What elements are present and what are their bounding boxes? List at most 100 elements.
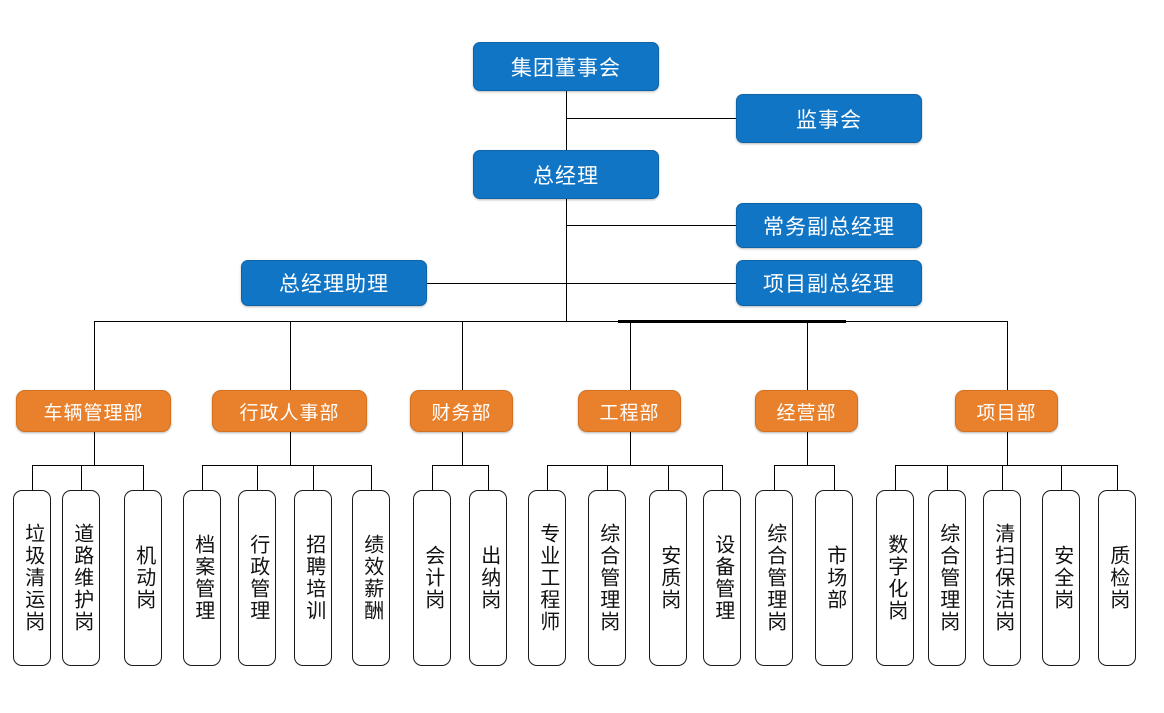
position-node--1[interactable]: 出纳岗 (469, 490, 507, 666)
position-node--3[interactable]: 绩效薪酬 (352, 490, 390, 666)
position-node-label: 综合管理岗 (936, 523, 959, 633)
position-node--1[interactable]: 道路维护岗 (62, 490, 100, 666)
position-node--0[interactable]: 会计岗 (413, 490, 451, 666)
position-node--0[interactable]: 档案管理 (183, 490, 221, 666)
position-node-label: 招聘培训 (302, 534, 325, 622)
department-node-vehicle[interactable]: 车辆管理部 (16, 390, 171, 432)
connector-line-vertical (1006, 321, 1008, 390)
connector-line-vertical (629, 321, 631, 390)
department-node-label: 工程部 (599, 402, 660, 424)
connector-line-horizontal (566, 225, 736, 226)
connector-line-vertical (895, 465, 896, 490)
connector-line-vertical (461, 321, 463, 390)
connector-line-horizontal (432, 465, 488, 466)
position-node--0[interactable]: 专业工程师 (528, 490, 566, 666)
position-node--0[interactable]: 数字化岗 (876, 490, 914, 666)
position-node-label: 会计岗 (421, 545, 444, 611)
connector-line-horizontal (93, 321, 1007, 322)
exec-node-label: 常务副总经理 (763, 215, 895, 239)
position-node--3[interactable]: 安全岗 (1042, 490, 1080, 666)
position-node-label: 绩效薪酬 (360, 534, 383, 622)
connector-line-horizontal (202, 465, 371, 466)
position-node--1[interactable]: 市场部 (815, 490, 853, 666)
connector-line-horizontal (618, 320, 846, 323)
department-node-operation[interactable]: 经营部 (755, 390, 858, 432)
position-node-label: 安全岗 (1050, 545, 1073, 611)
position-node--0[interactable]: 垃圾清运岗 (13, 490, 51, 666)
connector-line-horizontal (425, 283, 736, 284)
position-node-label: 专业工程师 (536, 523, 559, 633)
connector-line-horizontal (895, 465, 1117, 466)
connector-line-vertical (547, 465, 548, 490)
position-node-label: 清扫保洁岗 (991, 523, 1014, 633)
position-node-label: 设备管理 (711, 534, 734, 622)
exec-node-label: 项目副总经理 (763, 273, 895, 296)
exec-node-supervisory[interactable]: 监事会 (736, 94, 922, 143)
department-node-label: 行政人事部 (239, 402, 340, 424)
position-node--2[interactable]: 清扫保洁岗 (983, 490, 1021, 666)
connector-line-horizontal (774, 465, 834, 466)
connector-line-vertical (313, 465, 314, 490)
connector-line-vertical (1117, 465, 1118, 490)
connector-line-vertical (202, 465, 203, 490)
connector-line-horizontal (547, 465, 722, 466)
exec-node-label: 总经理 (533, 164, 599, 188)
department-node-admin-hr[interactable]: 行政人事部 (212, 390, 367, 432)
connector-line-vertical (81, 465, 82, 490)
department-node-project[interactable]: 项目部 (955, 390, 1058, 432)
exec-node-board[interactable]: 集团董事会 (473, 42, 659, 91)
connector-line-vertical (806, 321, 808, 390)
position-node--2[interactable]: 招聘培训 (294, 490, 332, 666)
connector-line-vertical (834, 465, 835, 490)
connector-line-horizontal (566, 118, 736, 119)
connector-line-vertical (461, 432, 463, 465)
department-node-finance[interactable]: 财务部 (410, 390, 513, 432)
exec-node-exec-vp[interactable]: 常务副总经理 (736, 203, 922, 248)
position-node-label: 综合管理岗 (763, 523, 786, 633)
position-node-label: 行政管理 (246, 534, 269, 622)
position-node--2[interactable]: 安质岗 (649, 490, 687, 666)
connector-line-vertical (1006, 432, 1008, 465)
connector-line-vertical (629, 432, 631, 465)
position-node--2[interactable]: 机动岗 (124, 490, 162, 666)
position-node--1[interactable]: 综合管理岗 (588, 490, 626, 666)
position-node-label: 出纳岗 (477, 545, 500, 611)
exec-node-label: 集团董事会 (511, 56, 621, 80)
position-node--0[interactable]: 综合管理岗 (755, 490, 793, 666)
connector-line-vertical (289, 432, 291, 465)
connector-line-vertical (566, 91, 567, 150)
connector-line-vertical (668, 465, 669, 490)
connector-line-vertical (722, 465, 723, 490)
connector-line-vertical (806, 432, 808, 465)
connector-line-vertical (947, 465, 948, 490)
department-node-engineer[interactable]: 工程部 (578, 390, 681, 432)
exec-node-project-vp[interactable]: 项目副总经理 (736, 260, 922, 306)
connector-line-vertical (488, 465, 489, 490)
exec-node-gm[interactable]: 总经理 (473, 150, 659, 199)
connector-line-vertical (774, 465, 775, 490)
exec-node-label: 监事会 (796, 108, 862, 132)
department-node-label: 车辆管理部 (43, 402, 144, 424)
position-node--3[interactable]: 设备管理 (703, 490, 741, 666)
position-node--1[interactable]: 行政管理 (238, 490, 276, 666)
connector-line-vertical (93, 321, 95, 390)
position-node-label: 道路维护岗 (70, 523, 93, 633)
exec-node-gm-assistant[interactable]: 总经理助理 (241, 260, 427, 306)
connector-line-vertical (432, 465, 433, 490)
connector-line-vertical (371, 465, 372, 490)
department-node-label: 经营部 (776, 402, 837, 424)
department-node-label: 项目部 (976, 402, 1037, 424)
connector-line-vertical (143, 465, 144, 490)
position-node-label: 档案管理 (191, 534, 214, 622)
connector-line-horizontal (32, 465, 143, 466)
connector-line-vertical (1002, 465, 1003, 490)
department-node-label: 财务部 (431, 402, 492, 424)
position-node-label: 垃圾清运岗 (21, 523, 44, 633)
exec-node-label: 总经理助理 (279, 273, 389, 296)
position-node--4[interactable]: 质检岗 (1098, 490, 1136, 666)
position-node--1[interactable]: 综合管理岗 (928, 490, 966, 666)
connector-line-vertical (607, 465, 608, 490)
connector-line-vertical (1061, 465, 1062, 490)
connector-line-vertical (566, 199, 567, 321)
connector-line-vertical (32, 465, 33, 490)
